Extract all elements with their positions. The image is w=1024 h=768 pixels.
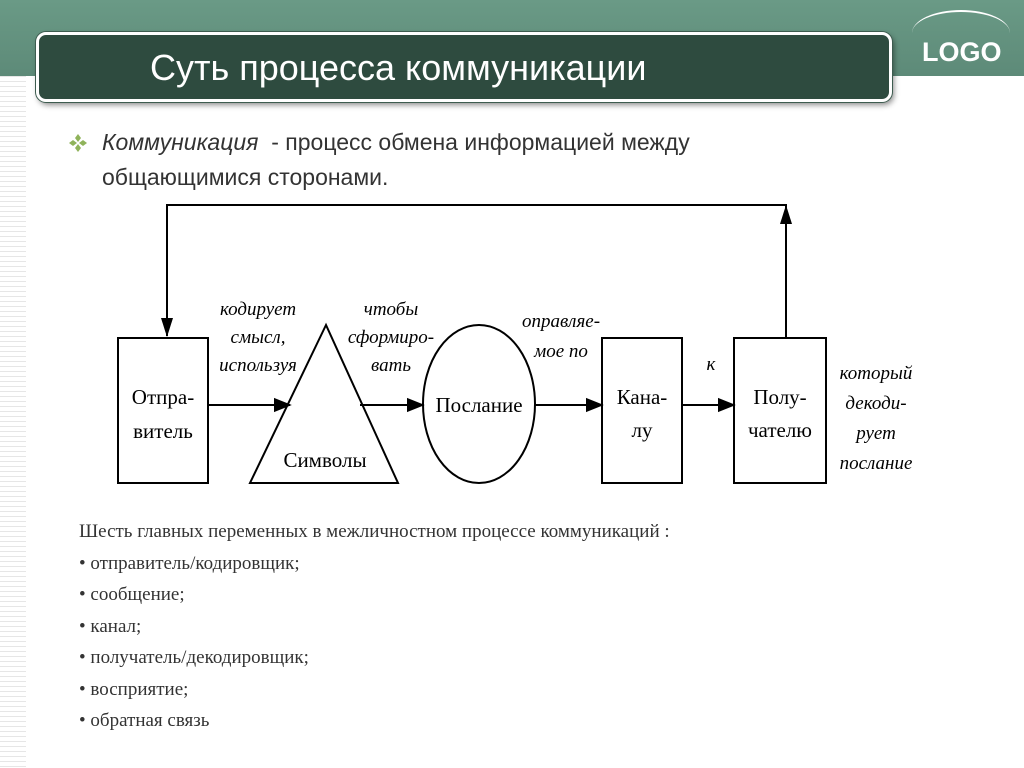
logo: LOGO (922, 37, 1002, 67)
list-item: получатель/декодировщик; (79, 642, 670, 674)
definition-line-2: общающимися сторонами. (102, 164, 389, 190)
diamond-bullet-icon (69, 134, 87, 152)
note-encode-1: кодирует (220, 299, 296, 320)
feedback-arrow-up (780, 205, 792, 224)
list-item: отправитель/кодировщик; (79, 548, 670, 580)
sender-label-1: Отпра- (132, 385, 194, 409)
note-decode-3: рует (854, 423, 896, 444)
note-encode-2: смысл, (231, 327, 286, 348)
feedback-arrow-down (161, 318, 173, 337)
list-item: сообщение; (79, 579, 670, 611)
title-bar (36, 32, 892, 102)
channel-label-1: Кана- (617, 385, 668, 409)
sender-label-2: витель (133, 419, 193, 443)
note-send-2: мое по (533, 341, 588, 362)
definition-line-1: Коммуникация - процесс обмена информацие… (102, 129, 690, 156)
message-label: Послание (435, 393, 522, 417)
receiver-box (733, 337, 827, 484)
variables-list: отправитель/кодировщик; сообщение; канал… (79, 548, 670, 737)
note-encode-3: используя (219, 355, 297, 376)
note-decode-4: послание (840, 453, 913, 474)
variables-heading: Шесть главных переменных в межличностном… (79, 521, 670, 542)
list-item: обратная связь (79, 705, 670, 737)
definition-text: - процесс обмена информацией между (258, 129, 690, 155)
receiver-label-1: Полу- (753, 385, 806, 409)
note-decode-2: декоди- (845, 393, 906, 414)
list-item: восприятие; (79, 674, 670, 706)
page-title: Суть процесса коммуникации (150, 47, 647, 88)
feedback-loop-line (166, 204, 787, 338)
note-decode-1: который (840, 363, 913, 384)
channel-box (601, 337, 683, 484)
note-form-3: вать (371, 355, 411, 376)
list-item: канал; (79, 611, 670, 643)
side-stripes (0, 76, 26, 768)
note-to: к (707, 354, 717, 375)
note-send-1: оправляе- (522, 311, 600, 332)
note-form-1: чтобы (364, 299, 419, 320)
note-form-2: сформиро- (348, 327, 434, 348)
variables-block: Шесть главных переменных в межличностном… (79, 516, 670, 737)
logo-arc (912, 10, 1010, 56)
symbols-label: Символы (283, 448, 366, 472)
definition-term: Коммуникация (102, 129, 259, 155)
receiver-label-2: чателю (748, 418, 812, 442)
sender-box (117, 337, 209, 484)
channel-label-2: лу (632, 418, 653, 442)
